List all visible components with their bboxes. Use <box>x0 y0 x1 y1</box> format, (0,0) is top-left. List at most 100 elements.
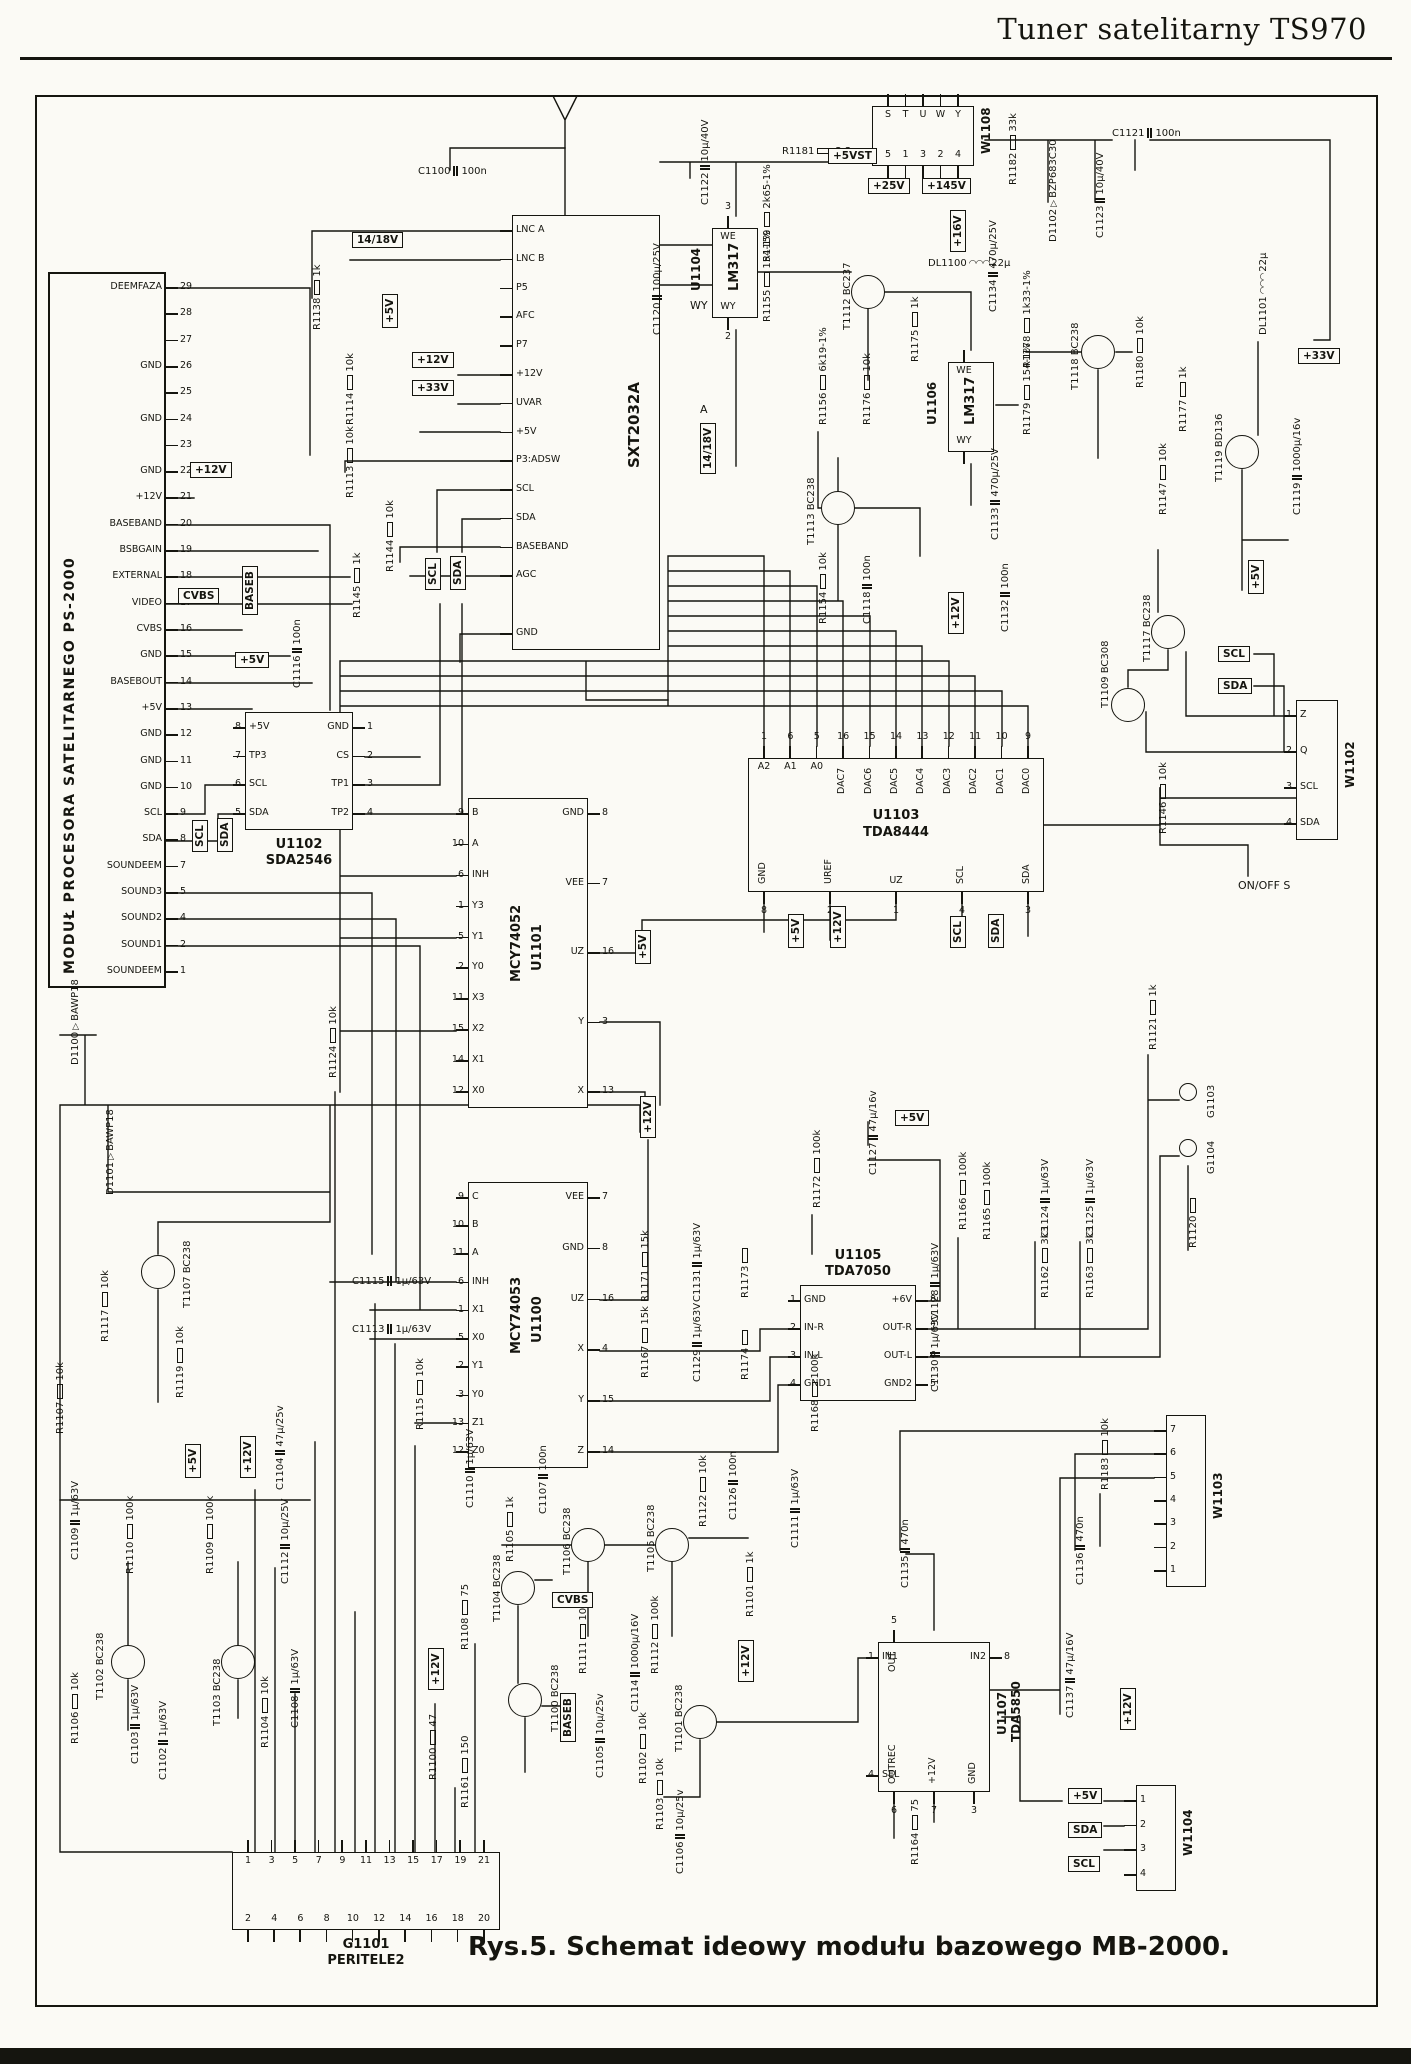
u1100-pin-label: Y1 <box>472 1360 484 1372</box>
u1100-pin-stub <box>456 1338 468 1340</box>
u1106-pin-label: WE <box>956 365 972 376</box>
ps2000-module-pin-stub <box>166 760 178 763</box>
T1102-circle <box>111 1645 145 1679</box>
g1101-pin-stub <box>435 1840 438 1852</box>
T1109-label: T1109 BC308 <box>1100 640 1111 709</box>
C1114-label: C11141000µ/16V <box>630 1613 641 1712</box>
u1101-pin-label: Y1 <box>472 930 484 942</box>
u1103-pin-label: A0 <box>810 761 824 772</box>
C1136-symbol <box>1075 1544 1085 1550</box>
R1100-label: R110047 <box>428 1713 439 1780</box>
u1103-pin-stub <box>842 746 844 758</box>
R1173-label: R1173 <box>740 1245 752 1298</box>
w1104-pin-stub <box>1124 1874 1136 1876</box>
u1105-id: U1105 <box>834 1248 882 1263</box>
u1100-pin-label: A <box>472 1247 479 1259</box>
R1182-symbol <box>1010 134 1016 150</box>
u1105-pin-number: 2 <box>772 1322 796 1334</box>
g1101-pin-stub <box>388 1840 391 1852</box>
net-label-+12V: +12V <box>1120 1688 1137 1730</box>
w1102-pin-number: 2 <box>1268 745 1292 757</box>
u1100-pin-label: INH <box>472 1275 490 1287</box>
R1167-symbol <box>642 1327 648 1343</box>
u1105-pin-stub <box>788 1328 800 1330</box>
u1101-pin-number: 8 <box>602 807 609 818</box>
sxt2032a-pin-label: BASEBAND <box>516 540 569 552</box>
R1182-label: R118233k <box>1008 113 1019 185</box>
g1101-pin-label: 11 <box>359 1855 373 1866</box>
w1108-pin-label: 3 <box>919 149 927 160</box>
sxt2032a-pin-label: LNC B <box>516 252 545 264</box>
net-label-SCL: SCL <box>1218 646 1250 663</box>
C1128-label: C11281µ/63V <box>930 1242 941 1322</box>
C1105-symbol <box>595 1737 605 1743</box>
u1101-pin-stub <box>456 1060 468 1062</box>
net-label-SDA: SDA <box>450 555 467 590</box>
C1104-label: C110447µ/25v <box>275 1405 286 1490</box>
u1102-pin-number: 8 <box>217 721 241 733</box>
R1171-symbol <box>642 1251 648 1267</box>
w1102-pin-label: SCL <box>1300 781 1318 792</box>
R1138-symbol <box>314 279 320 295</box>
C1113-symbol <box>387 1324 393 1334</box>
u1102-pin-stub <box>233 755 245 758</box>
net-label-+33V: +33V <box>412 380 454 397</box>
u1103-pin-label: A2 <box>757 761 771 772</box>
u1102-box <box>245 712 353 830</box>
sxt2032a-pin-label: AFC <box>516 310 535 322</box>
R1166-label: R1166100k <box>958 1151 969 1230</box>
u1100-pin-number: 14 <box>602 1445 615 1456</box>
g1101-pin-label: 5 <box>292 1855 299 1866</box>
ps2000-module-pin-stub <box>166 707 178 710</box>
T1113-label: T1113 BC238 <box>806 477 817 546</box>
u1101-pin-number: 9 <box>440 807 464 819</box>
R1147-symbol <box>1160 464 1166 480</box>
u1103-box <box>748 758 1044 892</box>
net-label-SCL: SCL <box>1068 1856 1100 1873</box>
ps2000-module-box <box>48 272 166 988</box>
sxt2032a-pin-stub <box>500 230 512 232</box>
C1116-symbol <box>292 647 302 653</box>
u1107-pin-label: OUT <box>887 1651 898 1672</box>
R1138-label: R11381k <box>312 264 323 330</box>
net-label-+5V: +5V <box>635 929 652 964</box>
w1103-pin-label: 5 <box>1170 1470 1177 1482</box>
wires-top <box>311 139 1331 877</box>
u1100-pin-stub <box>588 1197 600 1199</box>
u1107-pin-label: +12V <box>927 1757 938 1784</box>
ps2000-module-pin-number: 29 <box>180 281 193 292</box>
u1102-pin-label: SDA <box>249 807 269 818</box>
a-label: A <box>700 403 708 416</box>
R1100-symbol <box>430 1729 436 1745</box>
u1107-pin-number: 4 <box>850 1769 874 1781</box>
g1101-pin-label: 21 <box>477 1855 491 1866</box>
net-label-+5V: +5V <box>1248 559 1265 594</box>
R1101-label: R11011k <box>745 1551 756 1617</box>
u1100-pin-stub <box>456 1225 468 1227</box>
u1107-pin-stub <box>893 1792 895 1804</box>
R1161-label: R1161150 <box>460 1735 471 1809</box>
sxt2032a-pin-label: SDA <box>516 511 536 523</box>
C1131-symbol <box>692 1261 702 1267</box>
ps2000-module-pin-label: +5V <box>141 701 162 713</box>
u1101-pin-label: X0 <box>472 1085 485 1096</box>
DL1101-symbol: ◠◠◠ <box>1259 273 1269 295</box>
u1105-pin-number: 1 <box>772 1294 796 1306</box>
C1109-label: C11091µ/63V <box>70 1480 81 1560</box>
net-label-+5V: +5V <box>185 1443 202 1478</box>
u1107-pin-number: 3 <box>970 1805 978 1816</box>
net-label-+12V: +12V <box>830 906 847 948</box>
net-label-+16V: +16V <box>950 210 967 252</box>
u1107-pin-label: IN2 <box>970 1651 986 1662</box>
T1107-label: T1107 BC238 <box>182 1240 193 1309</box>
w1103-pin-stub <box>1154 1500 1166 1502</box>
C1102-symbol <box>158 1739 168 1745</box>
ps2000-module-pin-stub <box>166 629 178 631</box>
u1100-pin-number: 1 <box>440 1304 464 1316</box>
u1103-pin-number: 4 <box>958 905 966 916</box>
R1159-symbol <box>764 211 770 227</box>
u1103-pin-label: DAC6 <box>862 767 874 794</box>
u1100-pin-number: 6 <box>440 1276 464 1288</box>
u1101-pin-number: 6 <box>440 869 464 881</box>
